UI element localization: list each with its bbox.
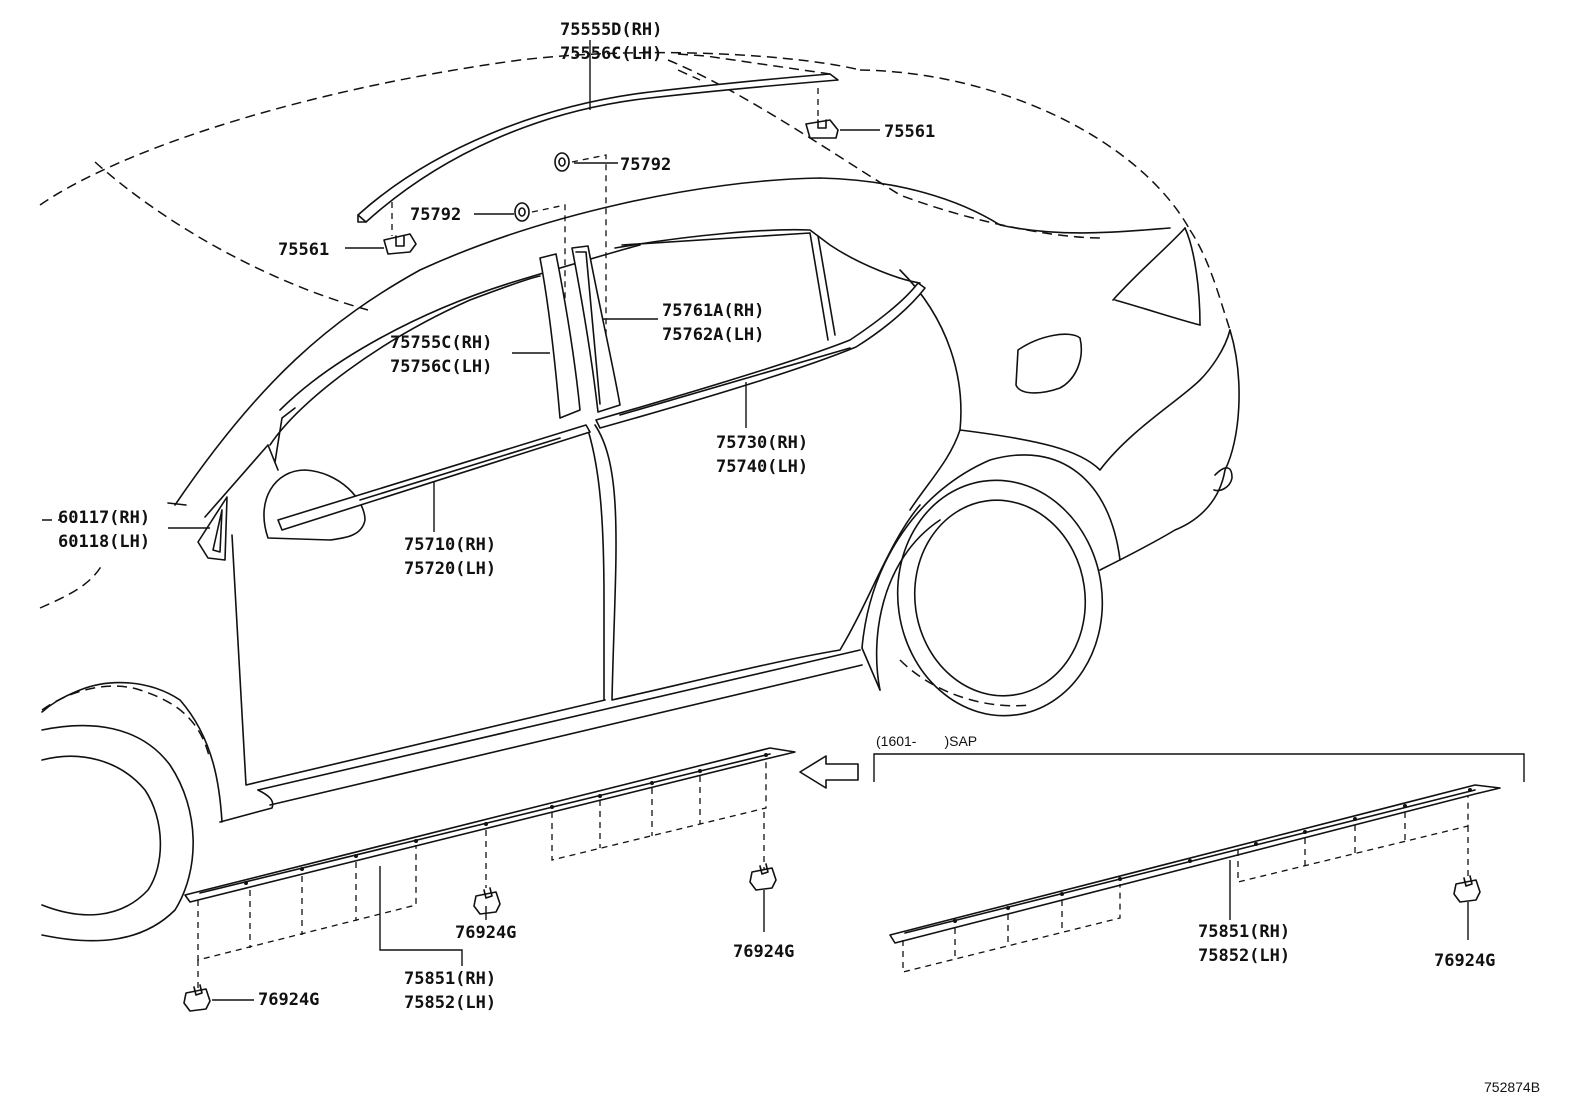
clip-76924g-a <box>473 887 501 915</box>
roof-moulding <box>357 73 839 223</box>
label-front-pillar-garnish-rh: 75755C(RH) <box>390 333 492 353</box>
label-clip-76924g-d: 76924G <box>1434 951 1495 971</box>
label-front-pillar-garnish-lh: 75756C(LH) <box>390 357 492 377</box>
label-rear-belt-moulding-rh: 75730(RH) <box>716 433 808 453</box>
label-roof-clip-front: 75561 <box>278 240 329 260</box>
clip-75792-upper <box>554 152 570 172</box>
label-front-belt-moulding-rh: 75710(RH) <box>404 535 496 555</box>
rear-belt-moulding <box>595 282 926 429</box>
label-roof-moulding-rh: 75555D(RH) <box>560 20 662 40</box>
sap-bracket <box>873 753 1525 782</box>
rocker-moulding-main <box>184 747 796 990</box>
label-rocker-moulding-lh: 75852(LH) <box>404 993 496 1013</box>
label-variant-note: (1601- )SAP <box>876 733 977 749</box>
label-clip-b: 75792 <box>410 205 461 225</box>
label-rocker-moulding-alt-rh: 75851(RH) <box>1198 922 1290 942</box>
clip-76924g-c <box>749 863 777 891</box>
rocker-moulding-alt <box>889 784 1501 973</box>
label-rocker-moulding-alt-lh: 75852(LH) <box>1198 946 1290 966</box>
label-clip-76924g-a: 76924G <box>455 923 516 943</box>
roof-clip-front <box>383 233 417 255</box>
label-rocker-moulding-rh: 75851(RH) <box>404 969 496 989</box>
leader-lines <box>42 40 1469 1001</box>
label-clip-76924g-c: 76924G <box>733 942 794 962</box>
label-rear-pillar-garnish-rh: 75761A(RH) <box>662 301 764 321</box>
label-roof-clip-rear: 75561 <box>884 122 935 142</box>
label-front-belt-moulding-lh: 75720(LH) <box>404 559 496 579</box>
front-belt-moulding <box>277 424 591 531</box>
front-pillar-garnish <box>539 253 581 419</box>
rear-pillar-garnish <box>571 245 621 413</box>
roof-clip-rear <box>805 119 839 139</box>
label-rear-pillar-garnish-lh: 75762A(LH) <box>662 325 764 345</box>
replacement-arrow <box>799 755 859 789</box>
label-clip-76924g-b: 76924G <box>258 990 319 1010</box>
label-clip-a: 75792 <box>620 155 671 175</box>
part-labels: 75555D(RH) 75556C(LH) 75561 75792 75792 … <box>58 20 1540 1095</box>
car-body <box>41 177 1240 942</box>
diagram-code: 752874B <box>1484 1079 1540 1095</box>
label-window-glass-rh: 60117(RH) <box>58 508 150 528</box>
clip-75792-lower <box>514 202 530 222</box>
label-window-glass-lh: 60118(LH) <box>58 532 150 552</box>
clip-76924g-b <box>183 984 211 1012</box>
car-body-outline <box>39 51 1231 609</box>
clip-76924g-d <box>1453 875 1481 903</box>
label-rear-belt-moulding-lh: 75740(LH) <box>716 457 808 477</box>
label-roof-moulding-lh: 75556C(LH) <box>560 44 662 64</box>
